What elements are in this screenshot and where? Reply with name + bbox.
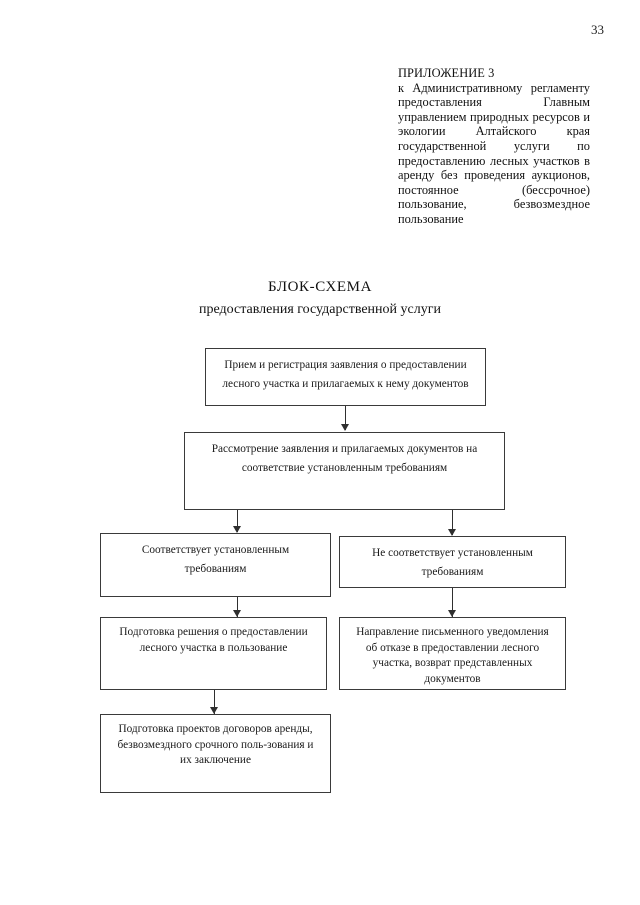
flow-node-label: Направление письменного уведомления об о… xyxy=(356,626,549,685)
flow-node-label: Не соответствует установленным требовани… xyxy=(372,547,533,578)
flow-node-contracts: Подготовка проектов договоров аренды, бе… xyxy=(100,714,331,793)
connector-noncompliant-refusal xyxy=(452,588,453,617)
connector-review-compliant xyxy=(237,510,238,532)
scheme-subtitle: предоставления государственной услуги xyxy=(199,302,441,317)
arrowhead-icon xyxy=(448,610,456,617)
page-number: 33 xyxy=(591,22,604,37)
flow-node-intake: Прием и регистрация заявления о предоста… xyxy=(205,348,486,406)
flow-node-refusal: Направление письменного уведомления об о… xyxy=(339,617,566,690)
flow-node-label: Соответствует установленным требованиям xyxy=(141,544,290,575)
connector-review-noncompliant xyxy=(452,510,453,535)
connector-compliant-decision xyxy=(237,597,238,617)
arrowhead-icon xyxy=(448,529,456,536)
flow-node-label: Подготовка проектов договоров аренды, бе… xyxy=(117,723,314,766)
arrowhead-icon xyxy=(341,424,349,431)
connector-intake-review xyxy=(345,406,346,430)
appendix-title: ПРИЛОЖЕНИЕ 3 xyxy=(398,66,495,80)
flow-node-compliant: Соответствует установленным требованиям xyxy=(100,533,331,597)
flow-node-label: Рассмотрение заявления и прилагаемых док… xyxy=(211,443,478,474)
arrowhead-icon xyxy=(233,526,241,533)
flow-node-label: Подготовка решения о предоставлении лесн… xyxy=(119,626,308,654)
appendix-body: к Административному регламенту предостав… xyxy=(398,80,590,226)
connector-decision-contracts xyxy=(214,690,215,714)
flow-node-decision: Подготовка решения о предоставлении лесн… xyxy=(100,617,327,690)
arrowhead-icon xyxy=(210,707,218,714)
flow-node-noncompliant: Не соответствует установленным требовани… xyxy=(339,536,566,588)
flow-node-label: Прием и регистрация заявления о предоста… xyxy=(222,359,469,390)
appendix-header: ПРИЛОЖЕНИЕ 3 к Административному регламе… xyxy=(398,66,590,227)
flow-node-review: Рассмотрение заявления и прилагаемых док… xyxy=(184,432,505,510)
arrowhead-icon xyxy=(233,610,241,617)
scheme-title: БЛОК-СХЕМА xyxy=(267,279,373,295)
